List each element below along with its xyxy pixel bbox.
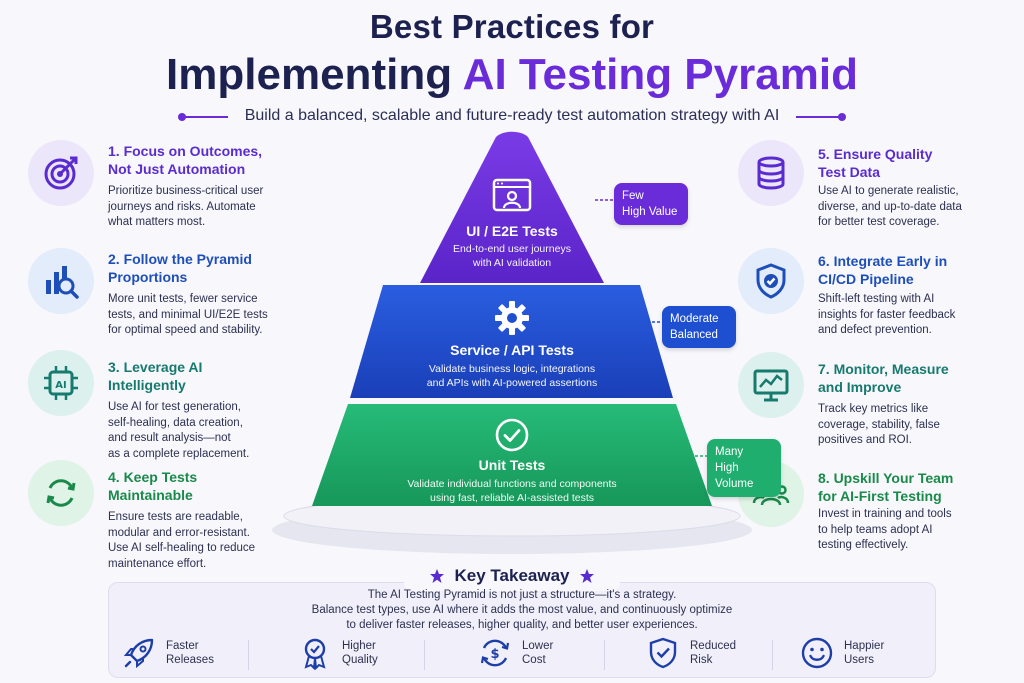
svg-text:AI: AI <box>55 380 66 391</box>
tier-ui-name: UI / E2E Tests <box>466 223 558 239</box>
subtitle-divider-left <box>178 113 228 121</box>
benefit-divider <box>604 640 605 670</box>
rocket-icon <box>123 638 154 669</box>
shield-icon <box>649 637 677 669</box>
benefit-divider <box>772 640 773 670</box>
tier-ui-shape <box>420 131 604 283</box>
gear-icon <box>494 300 530 341</box>
practice-desc: Use AI to generate realistic,diverse, an… <box>818 185 962 228</box>
title-line-2: Implementing AI Testing Pyramid <box>0 50 1024 100</box>
tier-unit-desc: Validate individual functions and compon… <box>407 478 617 504</box>
title-plain: Implementing <box>166 50 463 99</box>
star-icon <box>580 569 595 583</box>
database-icon <box>738 140 804 206</box>
benefit-divider <box>424 640 425 670</box>
benefit-divider <box>248 640 249 670</box>
ai-chip-icon: AI <box>28 350 94 416</box>
browser-user-icon <box>492 178 532 221</box>
tier-unit-name: Unit Tests <box>478 457 546 473</box>
shield-check-icon <box>738 248 804 314</box>
dollar-cycle-icon: $ <box>480 639 510 667</box>
award-icon <box>304 638 326 670</box>
tier-service: Service / API Tests Validate business lo… <box>392 342 632 390</box>
title-accent: AI Testing Pyramid <box>462 50 858 99</box>
tier-service-shape <box>350 285 673 398</box>
monitor-chart-icon <box>738 352 804 418</box>
takeaway-line-3: to deliver faster releases, higher quali… <box>346 619 698 631</box>
subtitle: Build a balanced, scalable and future-re… <box>244 107 780 124</box>
target-icon <box>28 140 94 206</box>
takeaway-title: Key Takeaway <box>454 566 570 585</box>
title-line-1: Best Practices for <box>369 8 655 45</box>
tier-unit: Unit Tests Validate individual functions… <box>372 457 652 505</box>
subtitle-divider-right <box>796 113 846 121</box>
bar-chart-magnifier-icon <box>28 248 94 314</box>
takeaway-line-2: Balance test types, use AI where it adds… <box>311 604 733 616</box>
svg-text:$: $ <box>490 647 499 662</box>
star-icon <box>429 569 444 583</box>
check-circle-icon <box>494 417 530 458</box>
takeaway-header: Key Takeaway <box>404 561 620 591</box>
takeaway-panel <box>108 582 936 678</box>
refresh-icon <box>28 460 94 526</box>
smiley-icon <box>801 637 833 669</box>
practice-desc: Use AI for test generation,self-healing,… <box>108 401 250 460</box>
tier-unit-shape <box>312 404 712 506</box>
practice-title: 1. Focus on Outcomes,Not Just Automation <box>108 143 263 177</box>
tier-service-name: Service / API Tests <box>450 342 574 358</box>
practice-desc: Ensure tests are readable,modular and er… <box>108 511 256 570</box>
takeaway-line-1: The AI Testing Pyramid is not just a str… <box>367 589 677 601</box>
